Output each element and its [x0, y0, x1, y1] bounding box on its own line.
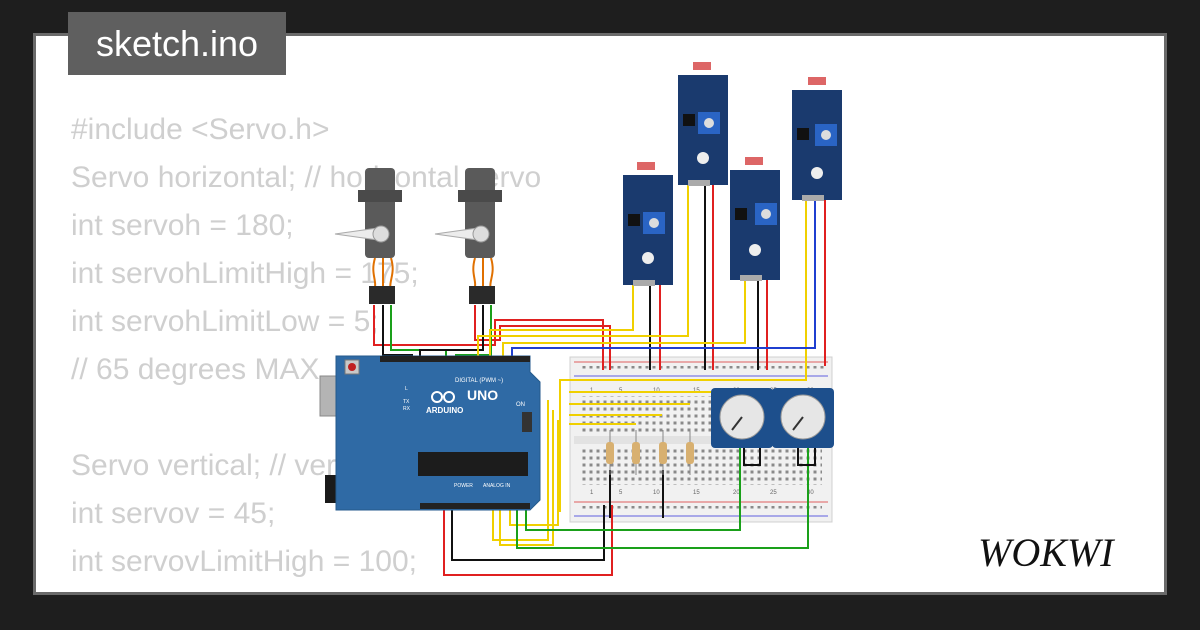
servo-vertical[interactable] — [434, 168, 502, 304]
resistor-icon — [606, 442, 614, 464]
wire-yellow — [502, 280, 746, 360]
bb-col-number: 5 — [619, 490, 623, 496]
wire-yellow — [489, 285, 634, 360]
arduino-uno[interactable]: DIGITAL (PWM ~) UNO ARDUINO ON TX RX L A… — [319, 355, 541, 511]
wire-yellow — [499, 410, 554, 546]
servo-horizontal[interactable] — [334, 168, 402, 304]
wokwi-logo-text: WOKWI — [978, 530, 1115, 575]
ldr-sensor-1[interactable] — [623, 162, 673, 286]
wire-yellow — [477, 185, 689, 360]
wire-black — [419, 305, 484, 360]
wire-black — [451, 505, 605, 561]
ldr-sensor-icon — [637, 162, 655, 170]
power-label: POWER — [454, 483, 473, 489]
atmega-chip — [418, 452, 528, 476]
icsp-header — [522, 412, 532, 432]
ldr-sensor-icon — [745, 157, 763, 165]
code-line: int servoh = 180; — [71, 209, 294, 242]
bb-col-number: 15 — [693, 490, 700, 496]
ldr-sensor-2[interactable] — [678, 62, 728, 186]
wokwi-logo-icon: WOKWI — [978, 530, 1115, 575]
uno-label: UNO — [467, 387, 498, 403]
code-line: #include <Servo.h> — [71, 113, 330, 146]
wire-black — [382, 305, 413, 360]
resistor-3[interactable] — [659, 430, 667, 475]
resistor-4[interactable] — [686, 430, 694, 475]
servo-icon — [372, 225, 390, 243]
wire-red — [474, 305, 611, 370]
wokwi-logo: WOKWI — [978, 528, 1150, 585]
wire-yellow — [492, 400, 549, 541]
rx-label: RX — [403, 406, 411, 412]
digital-header — [380, 356, 530, 362]
bb-col-number: 1 — [590, 490, 594, 496]
ldr-sensor-icon — [808, 77, 826, 85]
resistor-icon — [632, 442, 640, 464]
potentiometer-2[interactable] — [772, 388, 834, 448]
wire-red — [443, 505, 613, 576]
wire-black — [797, 445, 816, 466]
digital-label: DIGITAL (PWM ~) — [455, 378, 503, 384]
wire-yellow — [559, 200, 807, 512]
code-line: int servohLimitHigh = 175; — [71, 257, 419, 290]
potentiometer-1[interactable] — [711, 388, 773, 448]
wire-green — [455, 305, 492, 360]
servo-horn — [434, 227, 479, 241]
reset-button-dot — [348, 363, 356, 371]
code-line: int servohLimitLow = 5; — [71, 305, 379, 338]
wire-green — [525, 445, 741, 531]
analog-header — [420, 503, 530, 509]
bb-col-number: 20 — [733, 490, 740, 496]
wire-red — [373, 305, 604, 370]
ldr-sensor-3[interactable] — [730, 157, 780, 281]
on-label: ON — [516, 402, 525, 408]
arduino-brand: ARDUINO — [426, 406, 463, 415]
ldr-sensor-4[interactable] — [792, 77, 842, 201]
bb-col-number: 30 — [807, 490, 814, 496]
l-label: L — [405, 386, 408, 392]
servo-icon — [472, 225, 490, 243]
resistor-icon — [686, 442, 694, 464]
wire-green — [390, 305, 447, 360]
arduino-logo-icon — [431, 391, 455, 403]
servo-horn — [334, 227, 379, 241]
code-background: #include <Servo.h>Servo horizontal; // h… — [71, 106, 541, 592]
ldr-sensor-icon — [693, 62, 711, 70]
wire-black — [743, 445, 761, 466]
file-tab[interactable]: sketch.ino — [68, 12, 286, 75]
code-line: // 65 degrees MAX — [71, 353, 320, 386]
analog-label: ANALOG IN — [483, 483, 511, 489]
code-line: int servovLimitHigh = 100; — [71, 545, 417, 578]
resistor-icon — [659, 442, 667, 464]
bb-col-number: 10 — [653, 490, 660, 496]
wire-yellow — [509, 420, 559, 526]
resistor-2[interactable] — [632, 430, 640, 475]
wire-green — [516, 445, 809, 549]
wires — [373, 185, 826, 576]
bb-col-number: 25 — [770, 490, 777, 496]
code-line: int servov = 45; — [71, 497, 276, 530]
wire-blue — [511, 200, 816, 360]
tx-label: TX — [403, 399, 410, 405]
resistor-1[interactable] — [606, 430, 614, 475]
